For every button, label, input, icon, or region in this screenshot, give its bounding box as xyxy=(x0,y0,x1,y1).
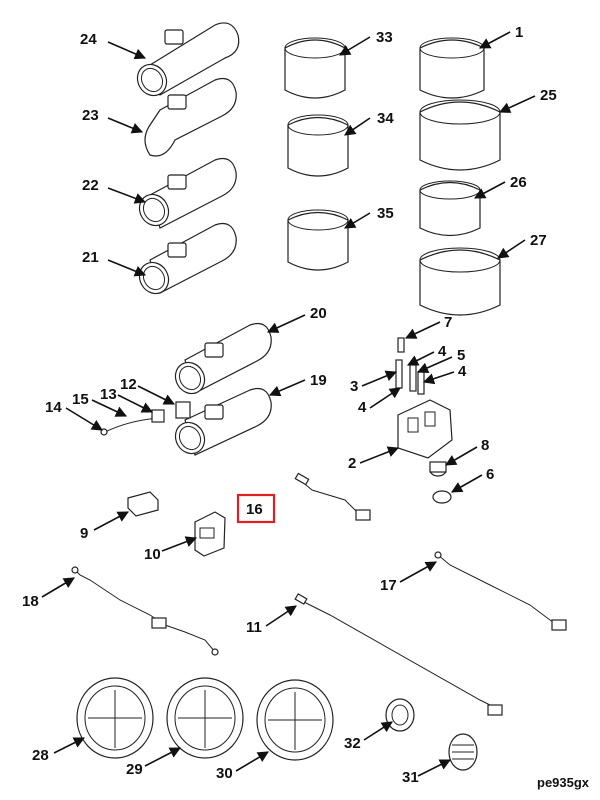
callout-14[interactable]: 14 xyxy=(45,399,62,416)
callout-7[interactable]: 7 xyxy=(444,314,452,331)
callout-3[interactable]: 3 xyxy=(350,378,358,395)
callout-8[interactable]: 8 xyxy=(481,437,489,454)
callout-9[interactable]: 9 xyxy=(80,525,88,542)
callout-2[interactable]: 2 xyxy=(348,455,356,472)
shell-26[interactable] xyxy=(419,180,481,237)
callout-31[interactable]: 31 xyxy=(402,769,419,786)
callout-29[interactable]: 29 xyxy=(126,761,143,778)
pipe-23[interactable] xyxy=(144,77,237,157)
callout-6[interactable]: 6 xyxy=(486,466,494,483)
harness-16[interactable] xyxy=(294,472,371,521)
harness-11[interactable] xyxy=(294,593,503,716)
callout-35[interactable]: 35 xyxy=(377,205,394,222)
pipe-24[interactable] xyxy=(132,22,240,101)
callout-16[interactable]: 16 xyxy=(246,501,263,518)
sensor-9[interactable] xyxy=(127,491,159,517)
harness-17[interactable] xyxy=(434,551,567,631)
callout-1[interactable]: 1 xyxy=(515,24,523,41)
sensor-7[interactable] xyxy=(397,337,405,353)
diagram-code: pe935gx xyxy=(537,775,590,790)
shell-33[interactable] xyxy=(284,37,346,99)
drum-30[interactable] xyxy=(256,679,334,761)
callout-34[interactable]: 34 xyxy=(377,110,394,127)
callout-4c[interactable]: 4 xyxy=(358,399,367,416)
shell-27[interactable] xyxy=(419,247,501,316)
connector-13[interactable] xyxy=(151,409,165,423)
shell-25[interactable] xyxy=(419,99,501,171)
control-unit-10[interactable] xyxy=(194,511,226,557)
callout-10[interactable]: 10 xyxy=(144,546,161,563)
callout-19[interactable]: 19 xyxy=(310,372,327,389)
pipe-22[interactable] xyxy=(134,157,237,231)
shell-34[interactable] xyxy=(287,114,349,177)
cap-6[interactable] xyxy=(432,490,452,504)
mesh-31[interactable] xyxy=(448,733,478,771)
leader-lines xyxy=(41,31,536,777)
callout-labels: 24 23 22 21 33 34 35 1 25 26 27 20 19 7 … xyxy=(22,24,557,786)
pipe-20[interactable] xyxy=(170,322,272,399)
callout-20[interactable]: 20 xyxy=(310,305,327,322)
callout-32[interactable]: 32 xyxy=(344,735,361,752)
callout-23[interactable]: 23 xyxy=(82,107,99,124)
callout-22[interactable]: 22 xyxy=(82,177,99,194)
drum-29[interactable] xyxy=(166,677,244,759)
pipe-19[interactable] xyxy=(170,387,272,459)
callout-33[interactable]: 33 xyxy=(376,29,393,46)
sensor-12[interactable] xyxy=(175,401,191,419)
callout-26[interactable]: 26 xyxy=(510,174,527,191)
callout-5[interactable]: 5 xyxy=(457,347,465,364)
pipe-21[interactable] xyxy=(134,222,237,299)
callout-25[interactable]: 25 xyxy=(540,87,557,104)
callout-21[interactable]: 21 xyxy=(82,249,99,266)
callout-15[interactable]: 15 xyxy=(72,391,89,408)
cap-32[interactable] xyxy=(385,698,415,732)
harness-18[interactable] xyxy=(71,566,219,656)
callout-30[interactable]: 30 xyxy=(216,765,233,782)
sensor-group-3-4-5[interactable] xyxy=(395,359,425,395)
callout-4b[interactable]: 4 xyxy=(458,363,467,380)
drum-28[interactable] xyxy=(76,677,154,759)
callout-28[interactable]: 28 xyxy=(32,747,49,764)
callout-13[interactable]: 13 xyxy=(100,386,117,403)
callout-16-highlight xyxy=(236,493,276,524)
callout-17[interactable]: 17 xyxy=(380,577,397,594)
shell-1[interactable] xyxy=(419,37,485,99)
callout-24[interactable]: 24 xyxy=(80,31,97,48)
callout-11[interactable]: 11 xyxy=(246,619,262,636)
callout-4a[interactable]: 4 xyxy=(438,343,447,360)
callout-27[interactable]: 27 xyxy=(530,232,547,249)
shell-35[interactable] xyxy=(287,209,349,271)
harness-15[interactable] xyxy=(100,417,161,436)
callout-18[interactable]: 18 xyxy=(22,593,39,610)
cap-8[interactable] xyxy=(429,461,447,477)
module-2[interactable] xyxy=(397,399,453,459)
callout-12[interactable]: 12 xyxy=(120,376,137,393)
